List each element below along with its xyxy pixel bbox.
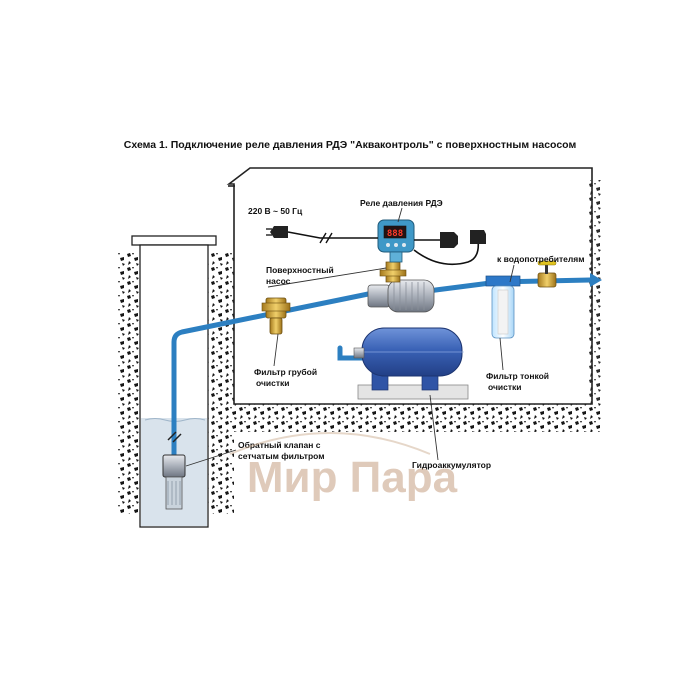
pipe-break-marks xyxy=(167,431,182,443)
room-outline xyxy=(226,167,593,405)
watermark: Мир Пара xyxy=(229,432,458,502)
fine-filter xyxy=(485,275,521,339)
consumers-label: к водопотребителям xyxy=(497,254,585,264)
power-label: 220 В ~ 50 Гц xyxy=(248,206,303,216)
flow-arrow-icon xyxy=(590,273,602,287)
check-valve-label-line2: сетчатым фильтром xyxy=(238,451,325,461)
power-plug-icon xyxy=(270,226,288,238)
relay-display: 888 xyxy=(387,229,403,239)
coarse-filter xyxy=(261,297,291,335)
pump-label-line2: насос xyxy=(266,276,291,286)
coarse-filter-label-line2: очистки xyxy=(256,378,290,388)
pressure-relay: 888 xyxy=(377,219,415,263)
accumulator-label: Гидроаккумулятор xyxy=(412,460,491,470)
leader-lines xyxy=(185,207,515,467)
fine-filter-label-line1: Фильтр тонкой xyxy=(486,371,549,381)
ball-valve xyxy=(537,260,557,288)
check-valve-label-line1: Обратный клапан с xyxy=(238,440,321,450)
socket-plug-icon xyxy=(440,232,458,248)
cable-break-marks xyxy=(319,232,333,244)
ground-soil xyxy=(118,180,602,514)
fine-filter-label-line2: очистки xyxy=(488,382,522,392)
watermark-text: Мир Пара xyxy=(247,453,458,502)
electric-cables xyxy=(287,231,480,266)
coarse-filter-label-line1: Фильтр грубой xyxy=(254,367,317,377)
relay-label: Реле давления РДЭ xyxy=(360,198,443,208)
pump-plug-icon xyxy=(470,230,486,244)
diagram-title: Схема 1. Подключение реле давления РДЭ "… xyxy=(124,139,577,151)
check-valve xyxy=(162,454,186,510)
accumulator-tank xyxy=(353,327,469,400)
pump-label-line1: Поверхностный xyxy=(266,265,334,275)
